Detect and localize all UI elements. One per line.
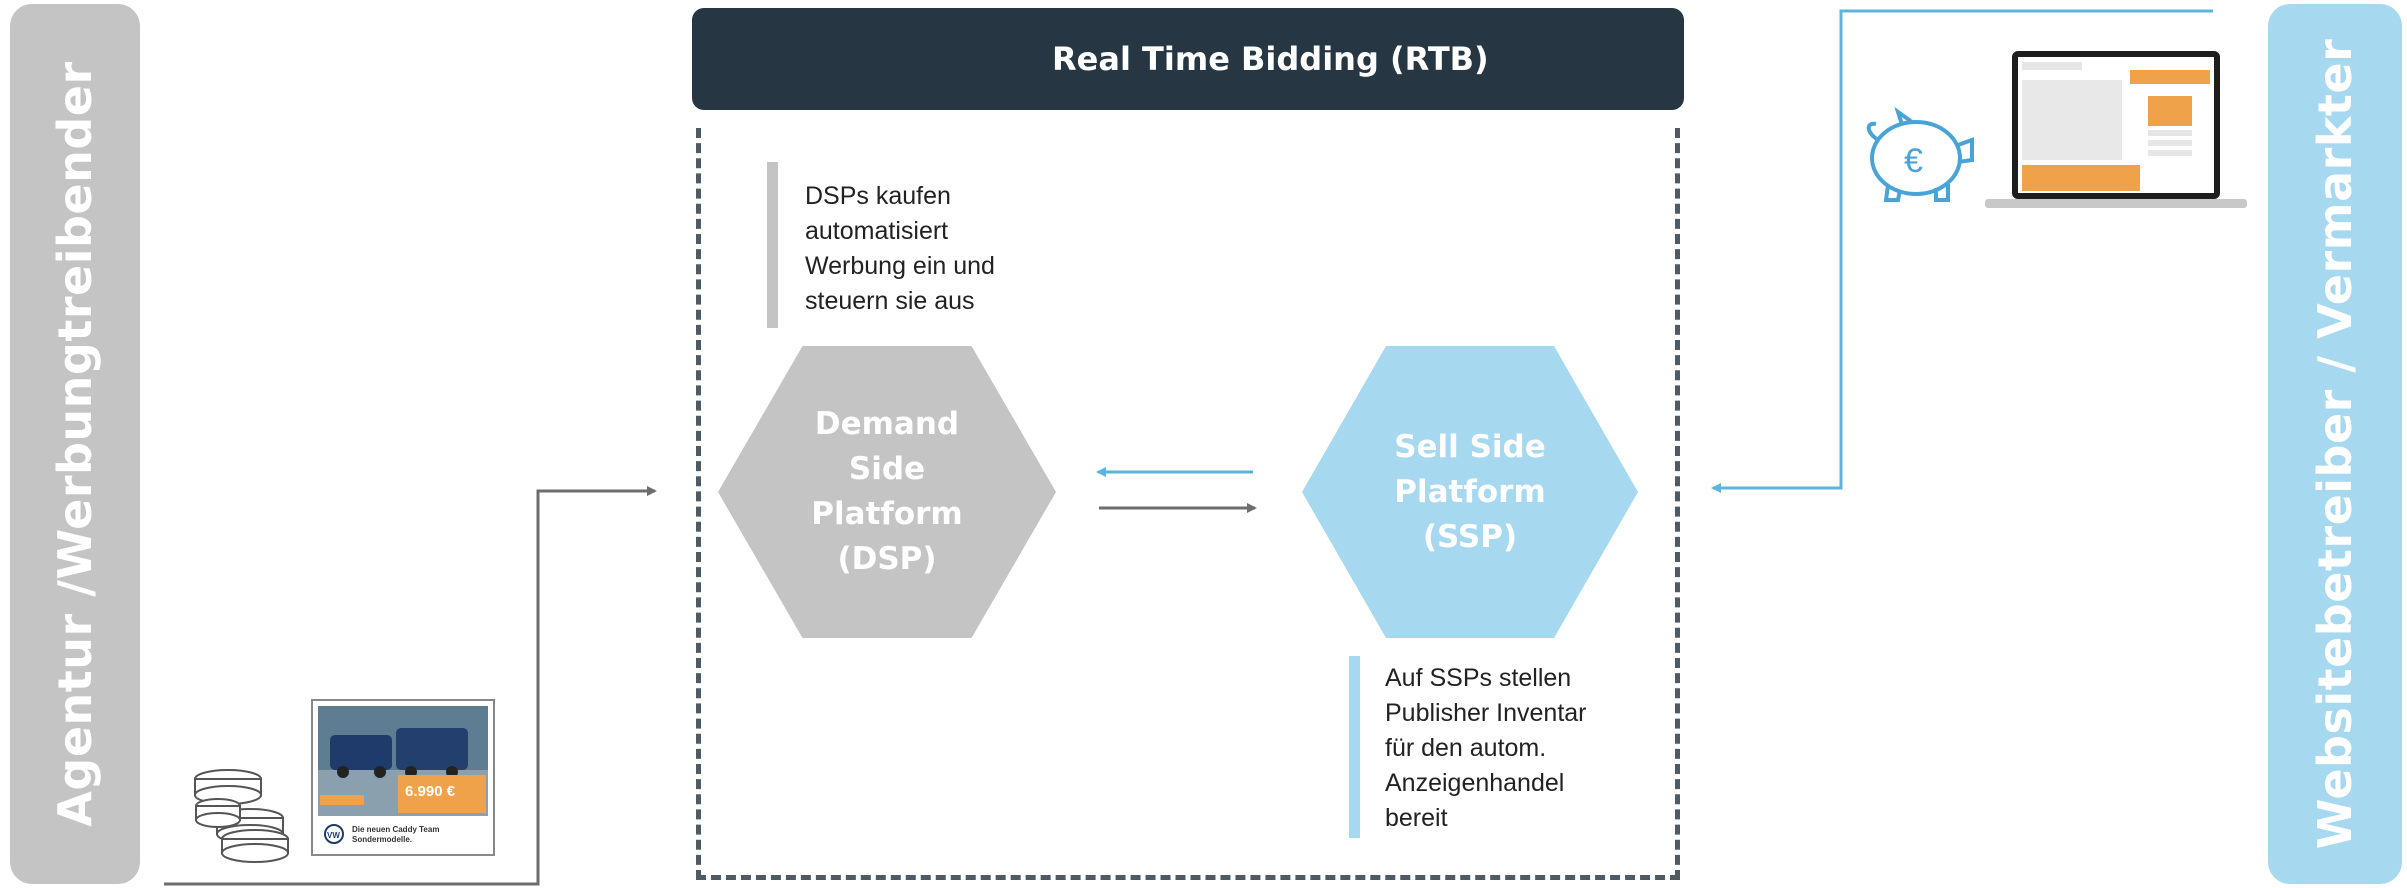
ad-tagline-1: Die neuen Caddy Team xyxy=(352,825,439,834)
publisher-panel: Websitebetreiber / Vermarkter xyxy=(2268,4,2402,884)
coins-icon xyxy=(194,769,289,863)
ssp-note-bar xyxy=(1349,656,1360,838)
ssp-label: Sell Side Platform (SSP) xyxy=(1394,428,1546,555)
ad-thumbnail: 6.990 € VW Die neuen Caddy Team Sondermo… xyxy=(311,699,495,856)
rtb-header: Real Time Bidding (RTB) xyxy=(210,8,1684,110)
dsp-label: Demand Side Platform (DSP) xyxy=(811,406,963,577)
svg-text:€: € xyxy=(1904,142,1923,180)
dsp-note-bar xyxy=(767,162,778,328)
ad-logo: VW xyxy=(327,831,340,840)
advertiser-connector xyxy=(164,486,657,886)
rtb-frame xyxy=(696,128,1680,880)
ad-tagline-2: Sondermodelle. xyxy=(352,835,412,844)
advertiser-panel: Agentur /Werbungtreibender xyxy=(10,4,140,884)
ssp-hexagon: Sell Side Platform (SSP) xyxy=(1302,346,1638,638)
publisher-connector xyxy=(1711,9,2213,493)
piggy-bank-euro-icon: € xyxy=(1866,106,1974,202)
dsp-note: DSPs kaufen automatisiert Werbung ein un… xyxy=(805,182,995,315)
ad-price: 6.990 € xyxy=(405,783,456,800)
rtb-title: Real Time Bidding (RTB) xyxy=(1052,40,1489,78)
ssp-note: Auf SSPs stellen Publisher Inventar für … xyxy=(1385,664,1587,832)
gavel-icon xyxy=(210,23,285,98)
dsp-hexagon: Demand Side Platform (DSP) xyxy=(718,346,1056,638)
laptop-icon xyxy=(1985,51,2247,208)
